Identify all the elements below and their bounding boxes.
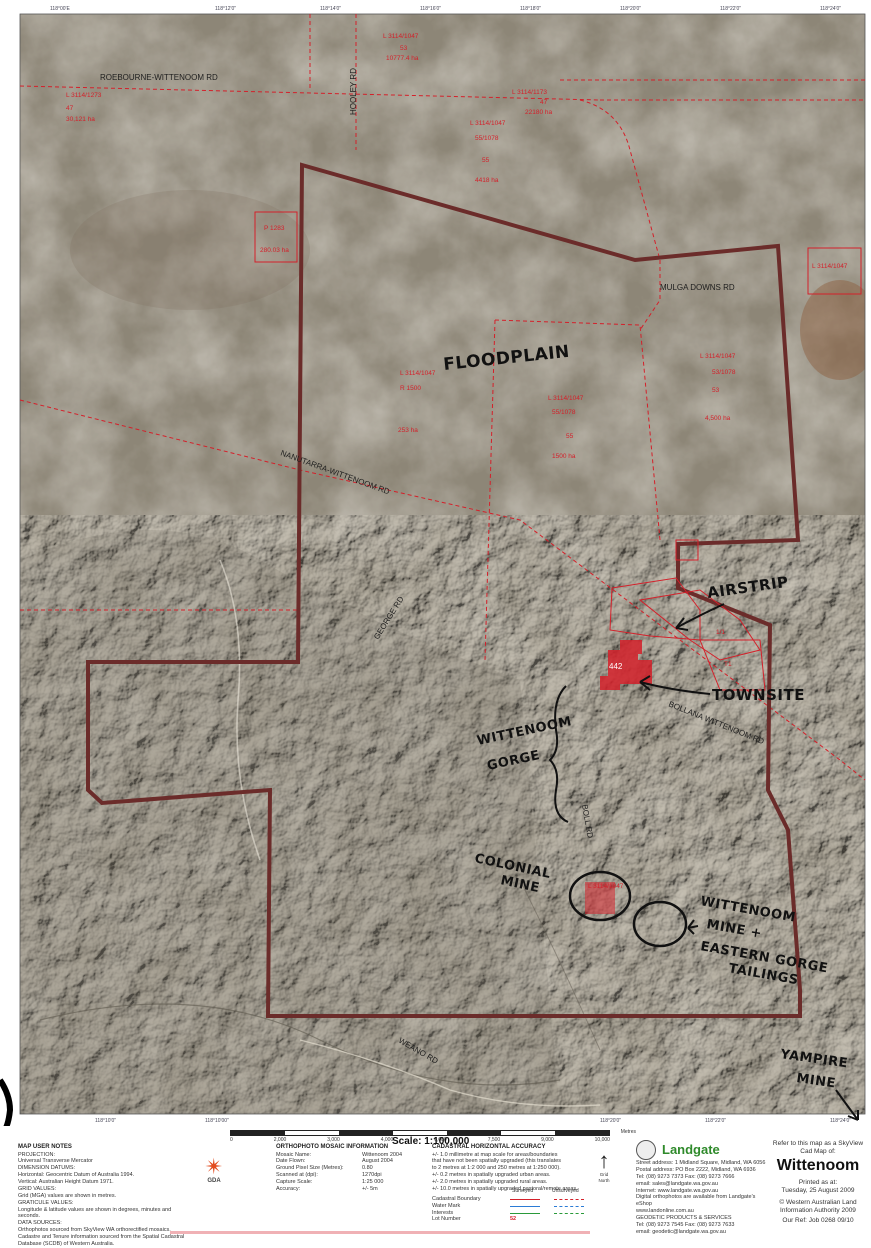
svg-text:118°20'0": 118°20'0" <box>600 1118 621 1124</box>
svg-text:R 1500: R 1500 <box>400 385 421 392</box>
svg-text:118°16'0": 118°16'0" <box>420 6 441 12</box>
svg-text:118°12'0": 118°12'0" <box>215 6 236 12</box>
svg-text:55: 55 <box>482 157 490 164</box>
map-name: Wittenoom <box>776 1157 860 1175</box>
airstrip-arrow <box>675 603 725 629</box>
svg-text:280.03 ha: 280.03 ha <box>260 247 289 254</box>
svg-text:L 3114/1047: L 3114/1047 <box>700 353 736 360</box>
svg-text:22180 ha: 22180 ha <box>525 109 552 116</box>
svg-text:L 3114/1047: L 3114/1047 <box>548 395 584 402</box>
svg-text:118°24'0": 118°24'0" <box>820 6 841 12</box>
svg-text:47: 47 <box>66 105 74 112</box>
svg-text:118°14'0": 118°14'0" <box>320 6 341 12</box>
svg-text:55/1078: 55/1078 <box>552 409 576 416</box>
svg-text:10777.4 ha: 10777.4 ha <box>386 55 419 62</box>
svg-text:4,500 ha: 4,500 ha <box>705 415 731 422</box>
colonial-mine-circle <box>568 870 632 922</box>
wa-crest-icon <box>636 1140 656 1160</box>
graticule-ticks: 118°00'E 118°12'0" 118°14'0" 118°16'0" 1… <box>50 6 851 1124</box>
svg-text:55: 55 <box>566 433 574 440</box>
road-label: HOOLEY RD <box>349 68 358 115</box>
landgate-logo: Landgate <box>662 1141 720 1157</box>
svg-text:53: 53 <box>712 387 720 394</box>
terrain-imagery <box>20 14 865 1114</box>
svg-text:L 3114/1047: L 3114/1047 <box>470 120 506 127</box>
svg-text:47: 47 <box>540 99 548 106</box>
townsite-arrow <box>639 681 711 695</box>
small-parcels <box>254 211 862 295</box>
lot-labels: L 3114/1047 53 10777.4 ha L 3114/1173 47… <box>66 33 848 890</box>
lease-boundary <box>86 162 802 1018</box>
wittenoom-mine-circle <box>632 900 688 948</box>
svg-text:118°18'0": 118°18'0" <box>520 6 541 12</box>
orthophoto-info: ORTHOPHOTO MOSAIC INFORMATION Mosaic Nam… <box>276 1144 403 1192</box>
svg-text:118°00'E: 118°00'E <box>50 6 70 12</box>
road-label: MULGA DOWNS RD <box>660 283 735 292</box>
svg-text:4418 ha: 4418 ha <box>475 177 499 184</box>
cadastral-accuracy: CADASTRAL HORIZONTAL ACCURACY +/- 1.0 mi… <box>432 1144 592 1223</box>
gorge-bracket <box>548 685 569 823</box>
legend: Surveyed Unsurveyed Cadastral Boundary W… <box>432 1188 592 1224</box>
townsite-cluster <box>600 640 652 690</box>
svg-text:L 3114/1173: L 3114/1173 <box>512 89 547 96</box>
road-label: ROEBOURNE-WITTENOOM RD <box>100 73 218 82</box>
svg-text:P 1283: P 1283 <box>264 225 285 232</box>
svg-text:T1: T1 <box>724 661 732 668</box>
disclaimer-strip <box>170 1231 590 1234</box>
svg-text:118°22'0": 118°22'0" <box>705 1118 726 1124</box>
svg-text:L 3114/1047: L 3114/1047 <box>588 883 624 890</box>
svg-text:442: 442 <box>609 662 623 671</box>
map-reference: Refer to this map as a SkyView Cad Map o… <box>770 1140 866 1225</box>
scale-title: Scale: 1:100,000 <box>392 1136 470 1147</box>
svg-text:1/1: 1/1 <box>716 629 725 636</box>
townsite-parcels <box>609 539 766 691</box>
cadastral-boundaries <box>19 14 866 781</box>
yampire-mine-label-2: MINE <box>795 1071 836 1091</box>
svg-text:30,121 ha: 30,121 ha <box>66 116 95 123</box>
svg-text:55/1078: 55/1078 <box>475 135 499 142</box>
svg-text:L 3114/1273: L 3114/1273 <box>66 92 102 99</box>
svg-text:118°10'0": 118°10'0" <box>95 1118 116 1124</box>
map-user-notes: MAP USER NOTES PROJECTION: Universal Tra… <box>18 1144 185 1247</box>
svg-text:1500 ha: 1500 ha <box>552 453 576 460</box>
svg-text:118°24'0": 118°24'0" <box>830 1118 851 1124</box>
gda-logo: ✴ GDA <box>204 1154 224 1185</box>
svg-text:253 ha: 253 ha <box>398 427 418 434</box>
svg-text:L 3114/1047: L 3114/1047 <box>400 370 436 377</box>
svg-text:118°10'00": 118°10'00" <box>205 1118 229 1124</box>
townsite-label: TOWNSITE <box>712 686 805 704</box>
north-arrow: ↑ Grid North <box>598 1148 610 1183</box>
svg-text:118°20'0": 118°20'0" <box>620 6 641 12</box>
colonial-mine-parcel <box>585 882 615 914</box>
svg-text:L 3114/1047: L 3114/1047 <box>383 33 419 40</box>
svg-text:118°22'0": 118°22'0" <box>720 6 741 12</box>
svg-text:L 3114/1047: L 3114/1047 <box>812 263 848 270</box>
yampire-arrow <box>835 1089 859 1121</box>
svg-text:53: 53 <box>400 45 408 52</box>
handwritten-annotations: FLOODPLAIN AIRSTRIP TOWNSITE WITTENOOM G… <box>442 342 859 1121</box>
svg-text:53/1078: 53/1078 <box>712 369 736 376</box>
landgate-block: Landgate Street address: 1 Midland Squar… <box>636 1140 766 1235</box>
